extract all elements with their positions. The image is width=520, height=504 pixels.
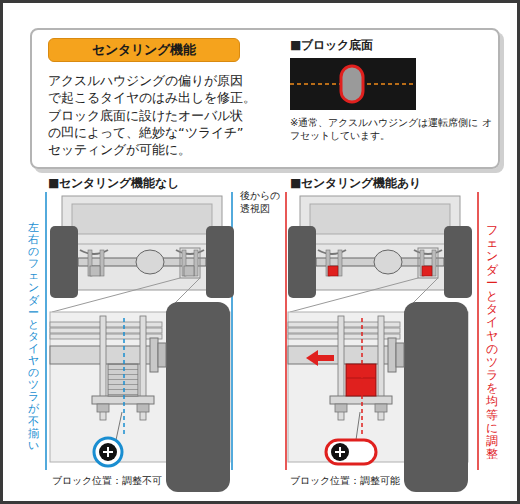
panel-heading: ■センタリング機能なし (48, 176, 228, 192)
bracket-line (285, 192, 287, 470)
block-without-centering (90, 266, 194, 466)
bracket-line (477, 192, 479, 470)
feature-panel: アクスルハウジングの偏りが原因 で起こるタイヤのはみ出しを修正。 ブロック底面に… (30, 28, 500, 169)
block-position-note: ブロック位置：調整可能 (290, 474, 402, 487)
axle-illustration (288, 196, 472, 492)
vertical-caption: フェンダーとタイヤのツラを均等に調整 (486, 224, 498, 461)
block-with-centering (306, 266, 432, 464)
vertical-caption: 左右のフェンダーとタイヤのツラが不揃い (28, 222, 39, 452)
note-text: ※通常、アクスルハウジングは運転席側に オフセットしています。 (290, 116, 492, 142)
title-badge: センタリング機能 (48, 38, 240, 62)
view-note: 後からの 透視図 (240, 190, 284, 215)
block-bottom-image (290, 58, 416, 110)
badge-text: センタリング機能 (92, 41, 196, 59)
section-heading: ■ブロック底面 (290, 38, 470, 54)
bracket-line (45, 192, 47, 470)
axle-illustration (50, 196, 234, 492)
body-text: アクスルハウジングの偏りが原因 で起こるタイヤのはみ出しを修正。 ブロック底面に… (48, 72, 260, 158)
panel-heading: ■センタリング機能あり (290, 176, 476, 192)
block-position-note: ブロック位置：調整不可 (52, 474, 164, 487)
